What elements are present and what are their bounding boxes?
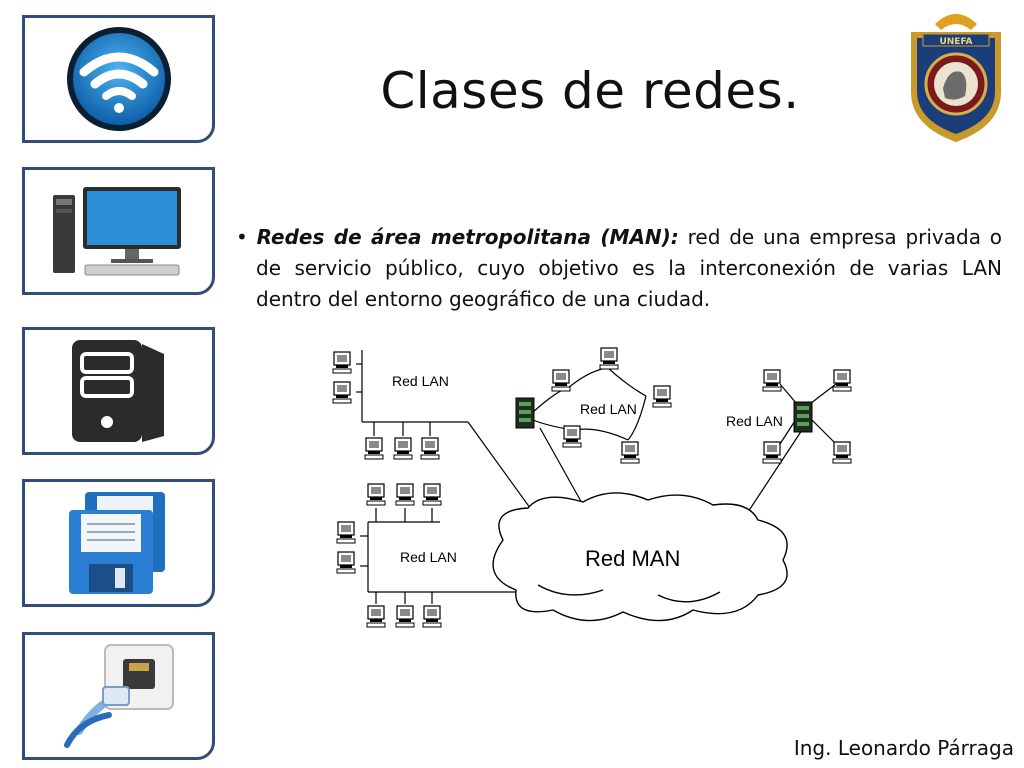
sidebar-card-ethernet	[22, 632, 215, 760]
bullet-paragraph: • Redes de área metropolitana (MAN): red…	[236, 225, 1002, 311]
lan-topright	[747, 383, 837, 513]
server-tower-icon	[71, 340, 164, 442]
man-network-diagram: Red LAN Red LAN Red L	[328, 340, 868, 644]
sidebar-card-computer	[22, 167, 215, 295]
floppy-disks-icon	[68, 492, 165, 594]
lan-label-2: Red LAN	[580, 401, 637, 417]
lan-label-1: Red LAN	[392, 373, 449, 389]
unefa-logo: UNEFA	[905, 8, 1007, 150]
logo-text: UNEFA	[939, 37, 972, 47]
sidebar-card-floppy	[22, 479, 215, 607]
lan-topleft	[356, 350, 534, 513]
author-name: Ing. Leonardo Párraga	[793, 736, 1014, 760]
sidebar-card-wifi	[22, 15, 215, 143]
lan-bottomleft	[360, 508, 518, 604]
man-label: Red MAN	[585, 546, 680, 571]
lan-label-4: Red LAN	[400, 549, 457, 565]
bullet-text: red de una empresa privada o de servicio…	[256, 225, 1002, 311]
man-cloud	[492, 492, 788, 622]
desktop-computer-icon	[52, 187, 181, 276]
lan-topmiddle	[532, 367, 647, 506]
lan-label-3: Red LAN	[726, 413, 783, 429]
sidebar-card-server	[22, 327, 215, 455]
bullet-term: Redes de área metropolitana (MAN):	[256, 225, 679, 249]
wifi-icon	[66, 27, 171, 131]
ethernet-port-icon	[63, 644, 174, 748]
slide-title: Clases de redes.	[380, 62, 800, 120]
